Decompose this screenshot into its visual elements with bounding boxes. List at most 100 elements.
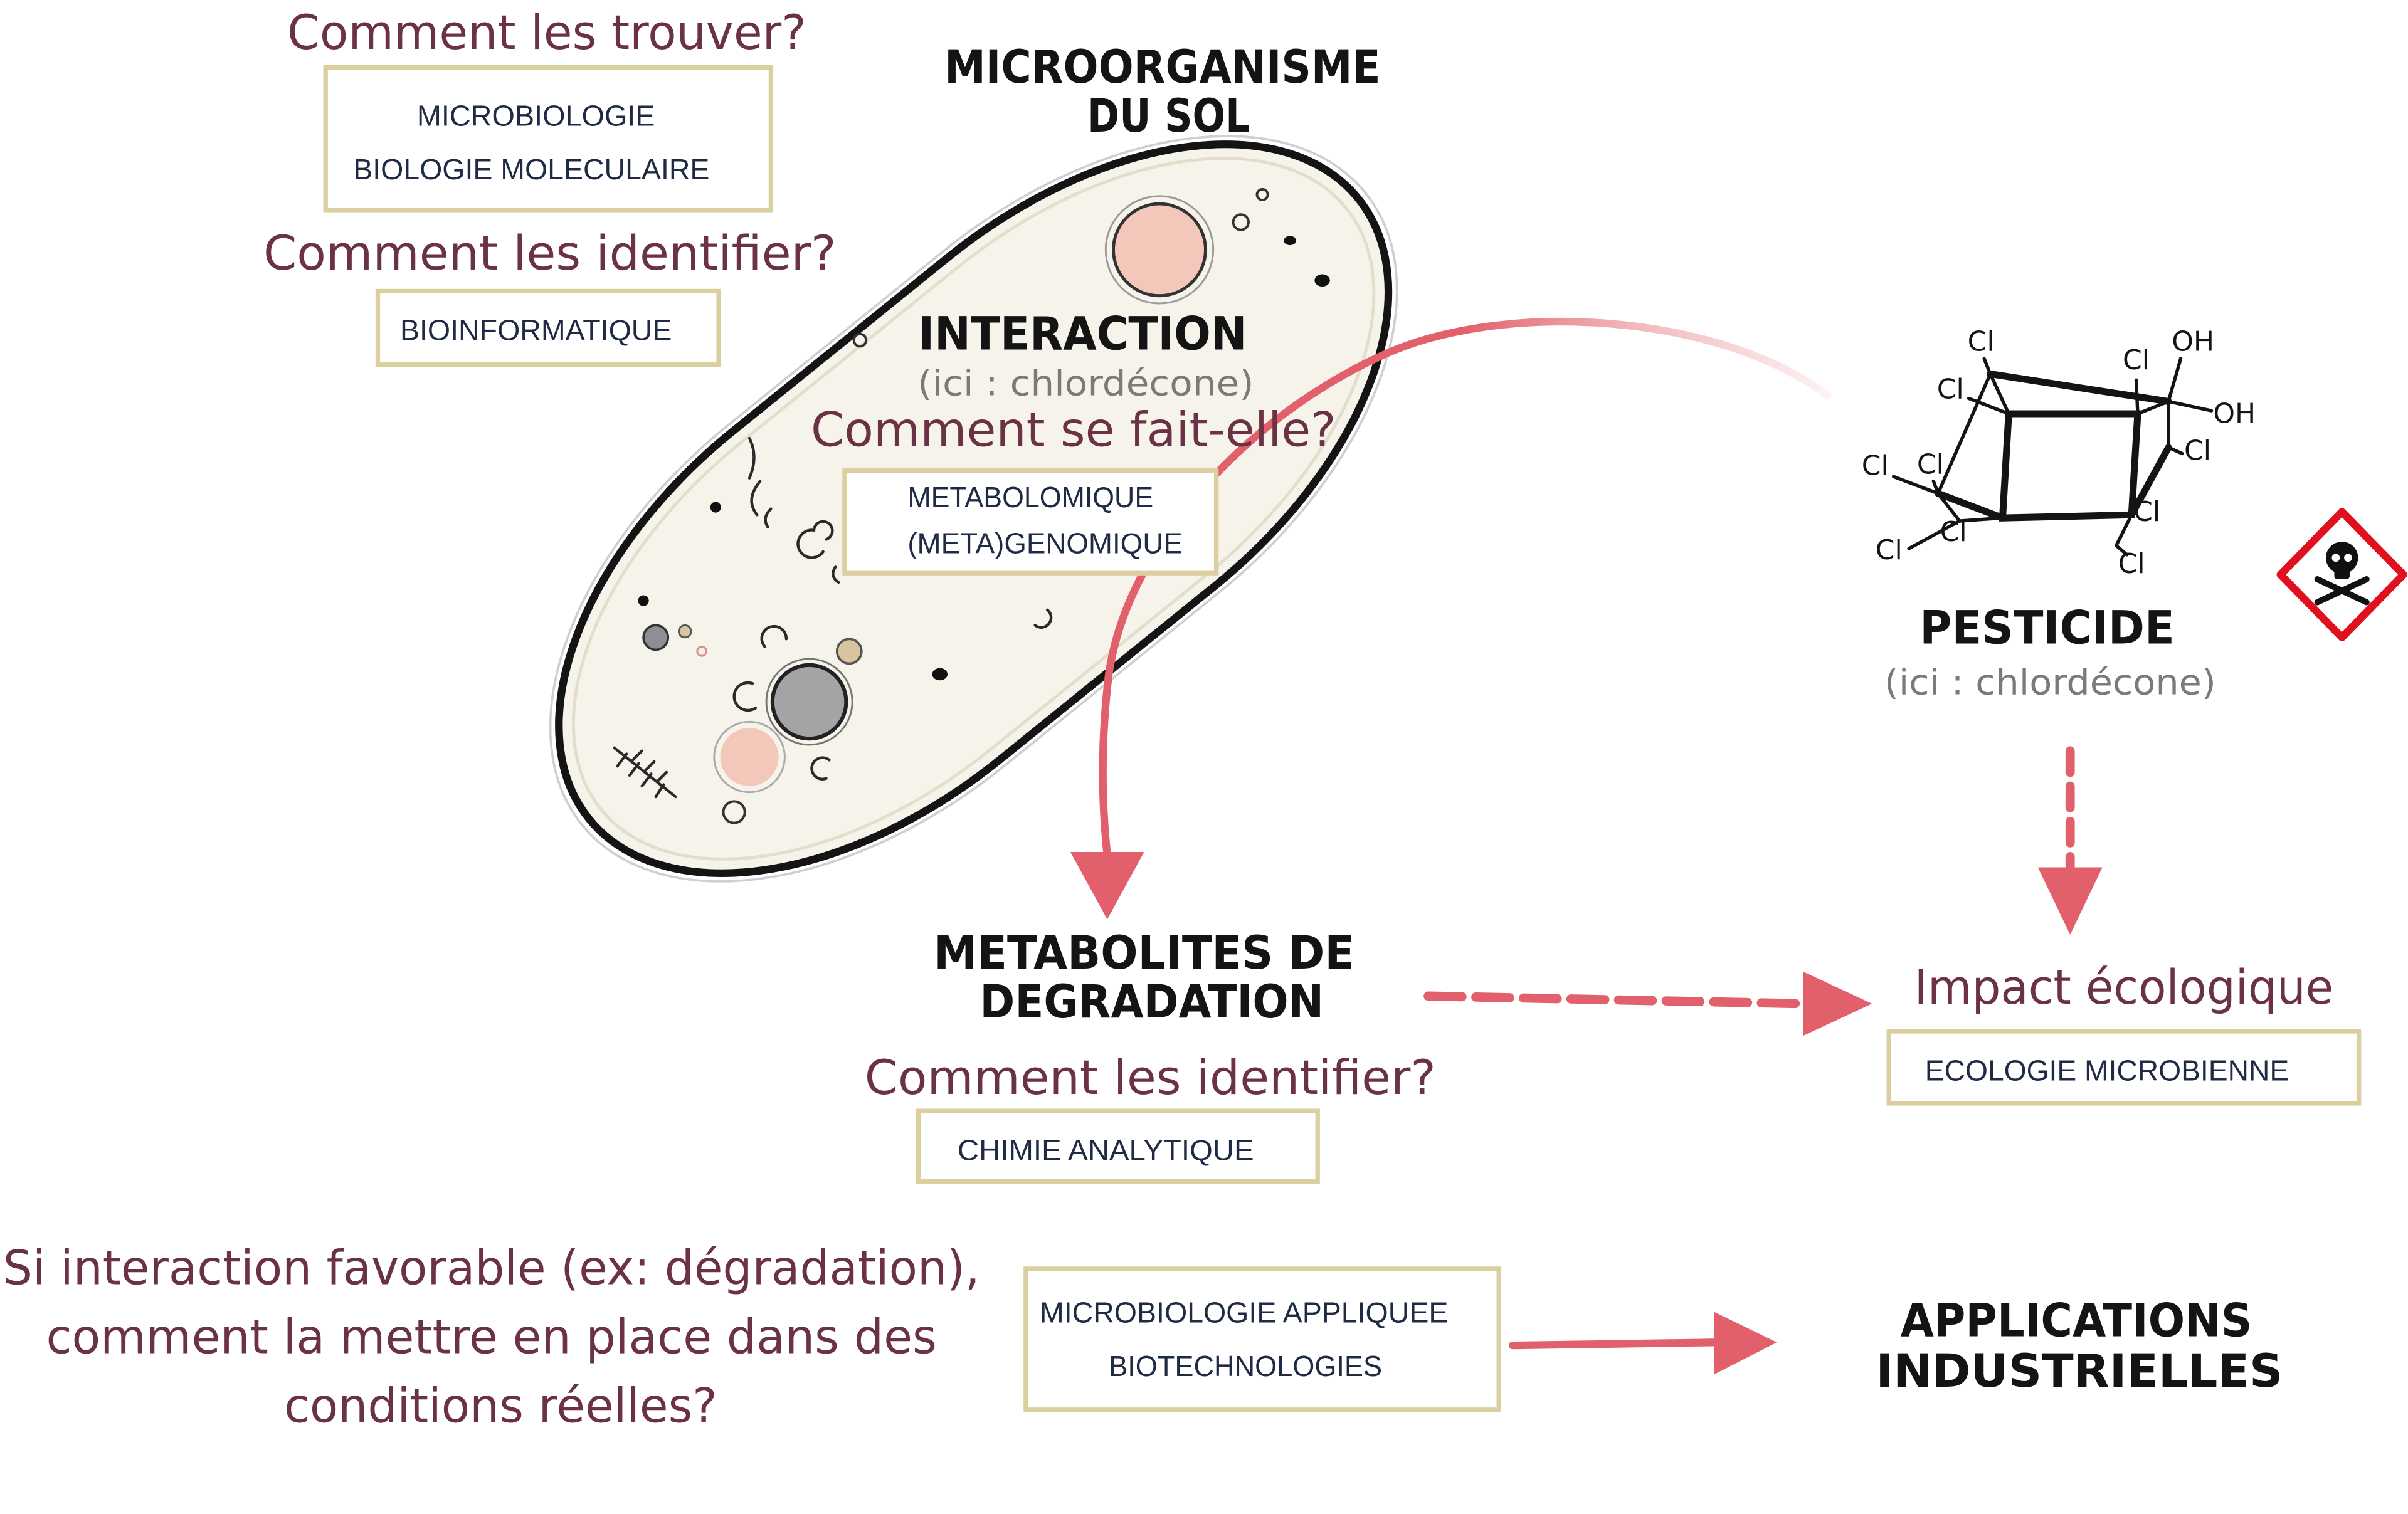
granule <box>710 502 721 513</box>
atom-label: Cl <box>2118 548 2145 580</box>
method-box-frame <box>323 65 774 213</box>
method-box-frame <box>1023 1266 1501 1412</box>
bond <box>1936 372 1992 495</box>
metabolites-title-line2: DEGRADATION <box>980 975 1324 1029</box>
impact-title: Impact écologique <box>1914 960 2334 1015</box>
method-box-interaction: METABOLOMIQUE (META)GENOMIQUE <box>842 468 1219 576</box>
cell-inner-wall <box>571 157 1376 861</box>
cell-organelles <box>613 187 1330 824</box>
bond <box>1935 490 2006 522</box>
method-microbiologie-appliquee: MICROBIOLOGIE APPLIQUEE <box>1040 1296 1448 1328</box>
pink-vacuole <box>720 728 779 786</box>
vesicle <box>696 646 707 657</box>
bond <box>2115 544 2129 557</box>
method-box-frame <box>375 288 721 367</box>
crossbone <box>2314 576 2370 606</box>
pink-vacuole-ring <box>713 720 786 794</box>
method-metagenomique: (META)GENOMIQUE <box>907 527 1182 559</box>
bond <box>2136 399 2170 416</box>
method-box-impact: ECOLOGIE MICROBIENNE <box>1886 1029 2362 1106</box>
cage-face <box>1999 410 2141 522</box>
skull <box>2325 542 2358 574</box>
flagellum-fragment <box>747 436 773 529</box>
method-box-frame <box>1886 1029 2362 1106</box>
large-vacuole-ring <box>765 658 853 746</box>
vesicle <box>677 624 692 639</box>
method-microbiologie: MICROBIOLOGIE <box>417 99 655 132</box>
atom-label: Cl <box>2123 344 2150 376</box>
interaction-title: INTERACTION <box>918 307 1247 360</box>
dashed-arrow-head <box>1803 971 1872 1036</box>
ribosome-swirl <box>810 756 831 781</box>
bond <box>1958 516 2005 523</box>
vesicle <box>852 332 868 348</box>
atom-label: Cl <box>1968 326 1995 358</box>
method-biotechnologies: BIOTECHNOLOGIES <box>1109 1350 1382 1382</box>
bond <box>2167 357 2183 404</box>
vesicle <box>722 800 746 824</box>
skull-crossbones-icon <box>2276 508 2407 641</box>
method-biologie-moleculaire: BIOLOGIE MOLECULAIRE <box>353 153 709 186</box>
atom-label: Cl <box>1876 534 1903 566</box>
industrial-title-line2: INDUSTRIELLES <box>1876 1345 2283 1398</box>
bond <box>2134 378 2140 416</box>
bond <box>2167 399 2214 413</box>
dashed-arrow-head <box>2037 867 2103 935</box>
granule <box>932 668 948 681</box>
skull-eye <box>2344 554 2352 562</box>
granule <box>638 595 649 606</box>
interaction-to-metabolites-arrow <box>1070 317 1832 920</box>
metabolites-title-line1: METABOLITES DE <box>934 927 1354 980</box>
method-box-metabolites: CHIMIE ANALYTIQUE <box>916 1108 1320 1184</box>
bond <box>1967 396 2010 416</box>
question-find: Comment les trouver? <box>287 5 806 60</box>
bond <box>1907 519 1962 550</box>
bond <box>1931 479 1940 495</box>
method-metabolomique: METABOLOMIQUE <box>907 481 1153 513</box>
bond <box>2115 513 2133 547</box>
atom-label: Cl <box>1862 450 1889 482</box>
nucleus <box>1112 202 1207 298</box>
method-bioinformatique: BIOINFORMATIQUE <box>400 314 672 347</box>
metabolites-to-impact-arrow <box>1423 971 1872 1036</box>
skull-jaw <box>2334 568 2350 579</box>
solid-arrow-head <box>1714 1312 1777 1375</box>
granule <box>1314 274 1330 287</box>
bond <box>2167 446 2184 456</box>
method-box-identifying: BIOINFORMATIQUE <box>375 288 721 367</box>
skull-eye <box>2331 554 2340 562</box>
question-identify-metabolites: Comment les identifier? <box>865 1050 1436 1105</box>
atom-label: OH <box>2213 398 2256 430</box>
method-box-frame <box>916 1108 1320 1184</box>
question-application-line2: comment la mettre en place dans des <box>46 1309 936 1364</box>
question-application-line1: Si interaction favorable (ex: dégradatio… <box>3 1240 980 1295</box>
method-chimie-analytique: CHIMIE ANALYTIQUE <box>958 1133 1254 1166</box>
industrial-title-line1: APPLICATIONS <box>1901 1295 2252 1348</box>
solid-arrow-line <box>1509 1338 1721 1350</box>
method-ecologie-microbienne: ECOLOGIE MICROBIENNE <box>1925 1054 2289 1086</box>
vesicle <box>1232 213 1250 231</box>
ribosome-swirl <box>732 681 758 712</box>
curved-arrow-head <box>1070 852 1144 920</box>
vesicle <box>835 638 863 665</box>
atom-label: Cl <box>1940 516 1967 548</box>
dashed-arrow-line <box>1423 991 1808 1009</box>
large-vacuole <box>770 663 848 741</box>
spiral-inclusion <box>796 520 840 584</box>
cell-title-line2: DU SOL <box>1087 90 1250 143</box>
chlordecone-molecule: Cl Cl OH Cl OH Cl Cl Cl Cl Cl Cl Cl <box>1862 326 2256 580</box>
atom-label: OH <box>2172 326 2214 358</box>
atom-label: Cl <box>2184 434 2211 466</box>
bond <box>1988 372 2010 416</box>
bond <box>1982 357 1992 376</box>
bond <box>2128 444 2172 518</box>
application-to-industrial-arrow <box>1509 1312 1777 1375</box>
question-application-line3: conditions réelles? <box>284 1378 717 1433</box>
atom-label: Cl <box>2133 496 2160 528</box>
pesticide-to-impact-arrow <box>2037 746 2103 935</box>
bond <box>1987 370 2172 405</box>
bond <box>1891 475 1940 495</box>
interaction-note: (ici : chlordécone) <box>917 364 1254 404</box>
cell-title-line1: MICROORGANISME <box>944 41 1381 94</box>
